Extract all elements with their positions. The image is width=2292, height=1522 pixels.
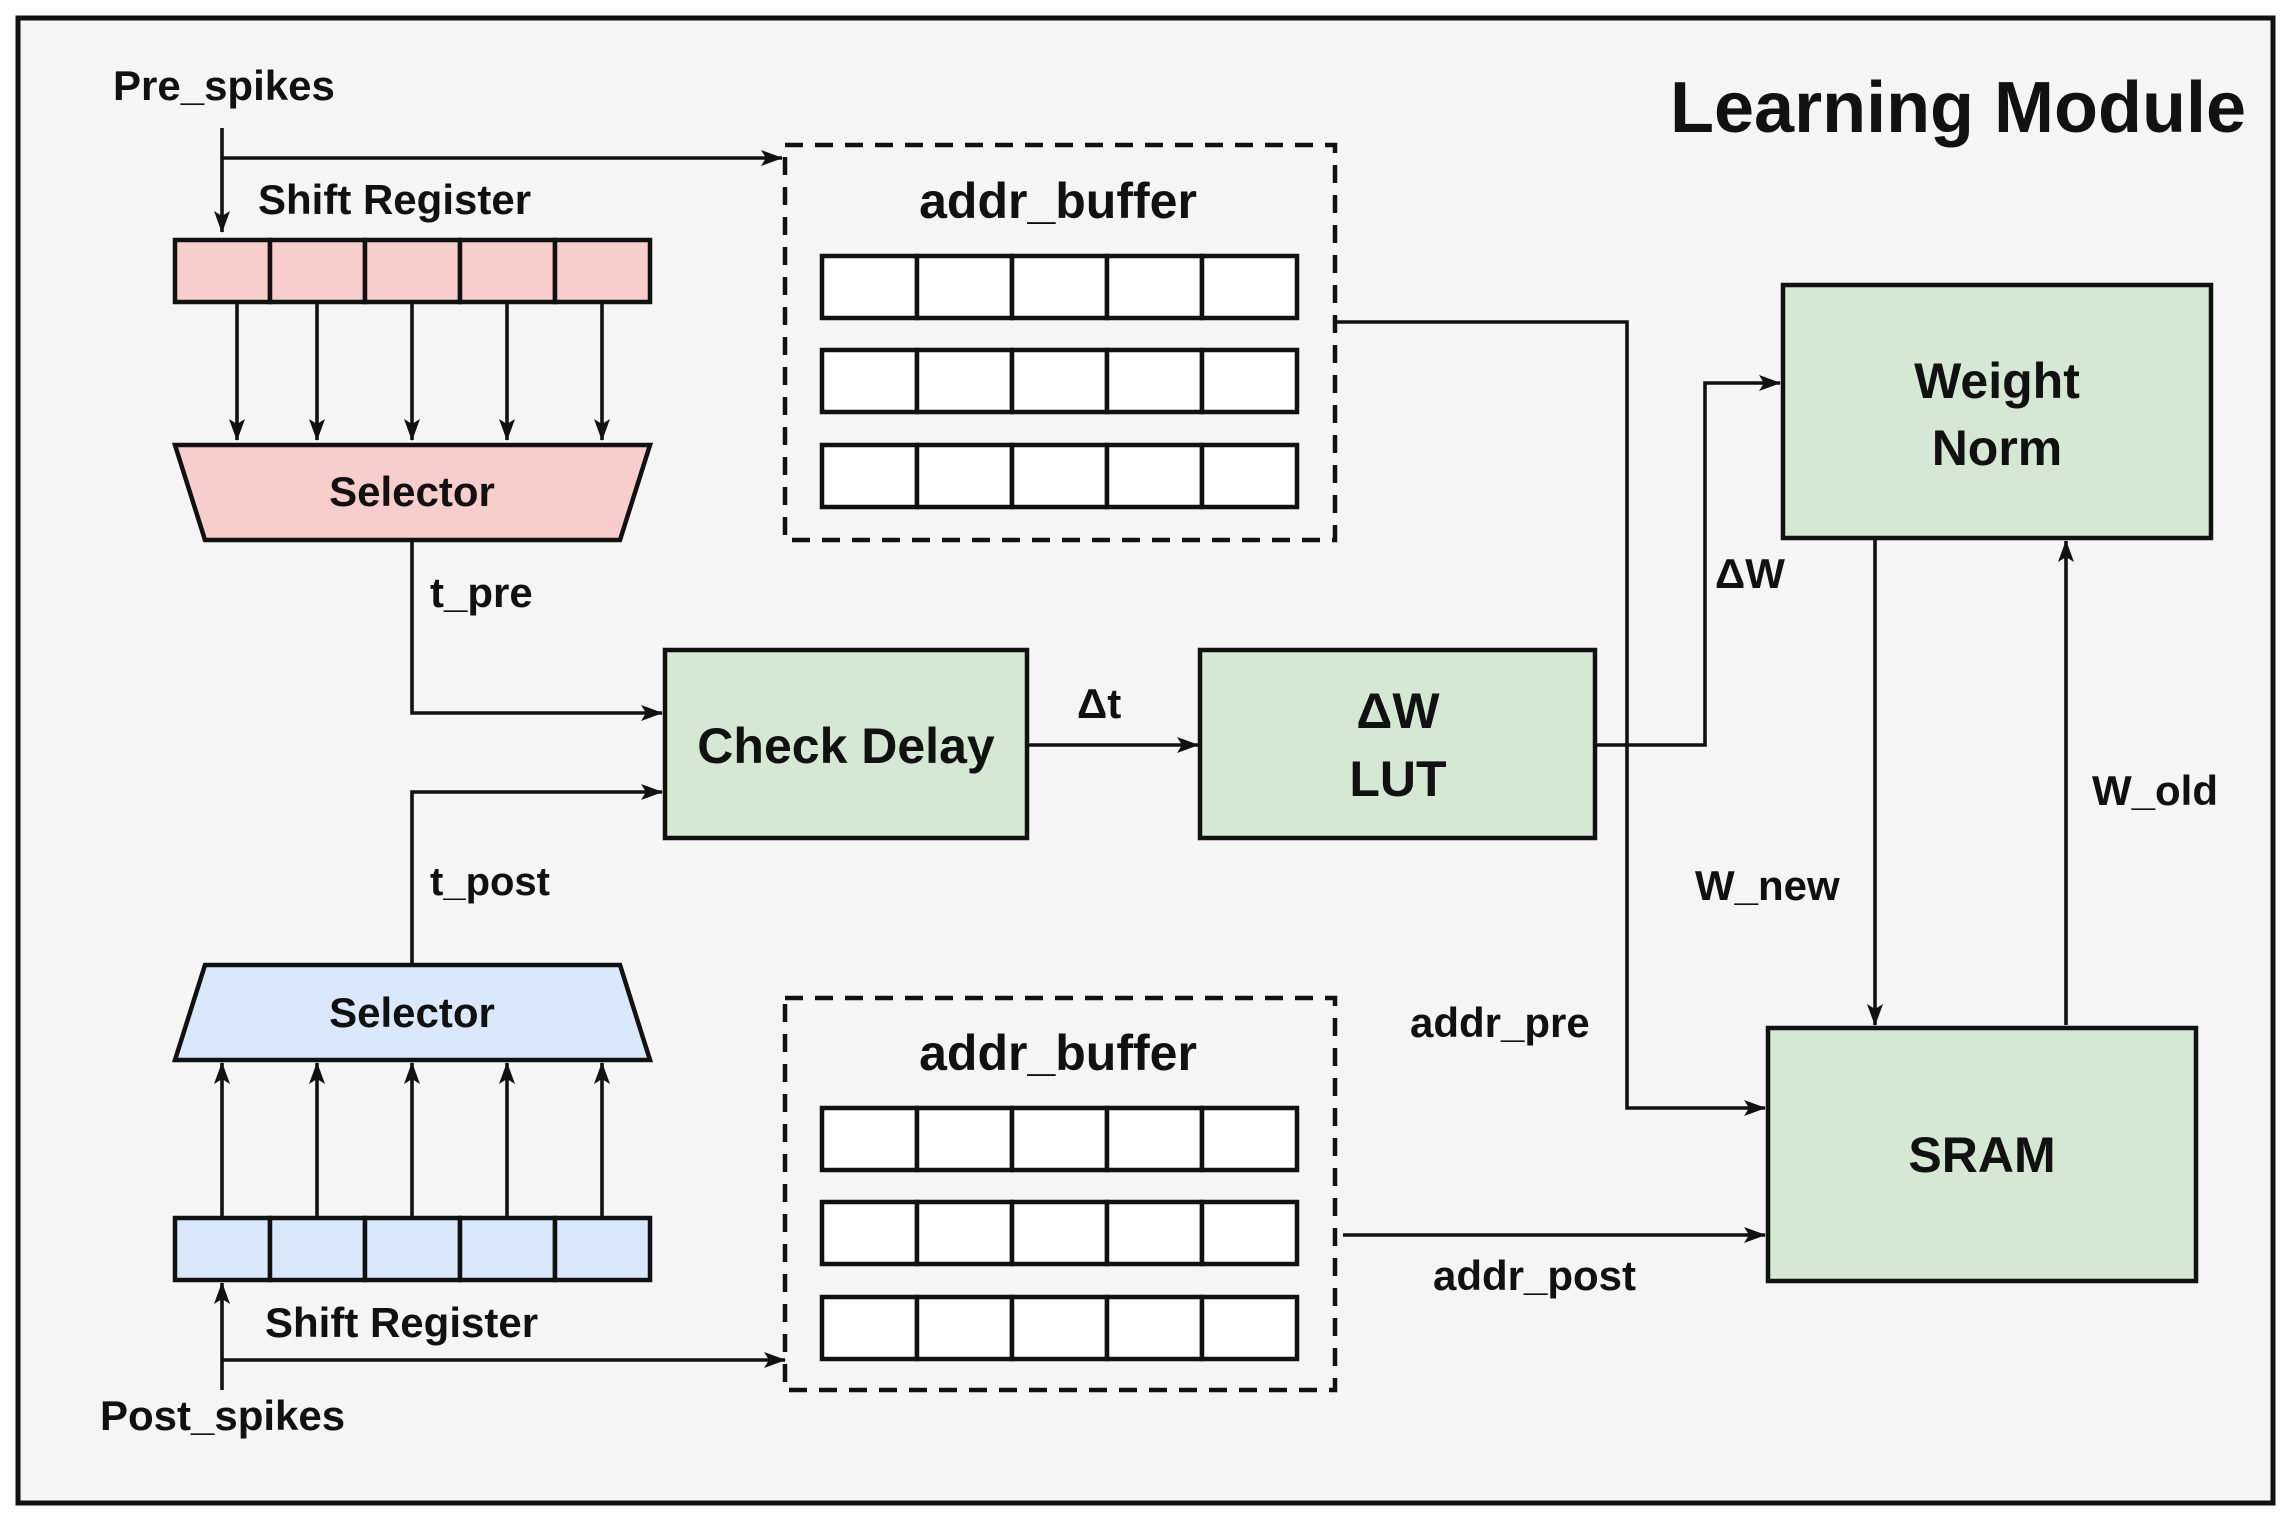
delta-w-lut-block: [1197, 647, 1598, 841]
buffer-cell: [1009, 1199, 1110, 1267]
buffer-cell: [914, 253, 1015, 321]
shift-register-top-label: Shift Register: [258, 176, 531, 223]
buffer-cell: [1104, 1294, 1205, 1362]
check-delay-label: Check Delay: [697, 718, 995, 774]
shift-register-cell: [552, 1215, 653, 1283]
buffer-cell: [1009, 1294, 1110, 1362]
buffer-cell: [914, 1199, 1015, 1267]
buffer-cell: [1009, 253, 1110, 321]
buffer-cell: [1104, 347, 1205, 415]
buffer-cell: [914, 1294, 1015, 1362]
buffer-cell: [819, 253, 920, 321]
buffer-cell: [1199, 1199, 1300, 1267]
sram-label: SRAM: [1908, 1127, 2055, 1183]
buffer-cell: [1009, 442, 1110, 510]
pre-spikes-label: Pre_spikes: [113, 62, 335, 109]
shift-register-top: [172, 237, 653, 305]
shift-register-bottom: [172, 1215, 653, 1283]
shift-register-bottom-label: Shift Register: [265, 1299, 538, 1346]
selector-top-label: Selector: [329, 468, 495, 515]
weight-norm-label-line1: Weight: [1914, 353, 2080, 409]
check-delay-block: [662, 647, 1030, 841]
buffer-cell: [914, 442, 1015, 510]
buffer-cell: [819, 442, 920, 510]
buffer-cell: [1104, 1105, 1205, 1173]
buffer-cell: [819, 1199, 920, 1267]
addr-buffer-bottom: [782, 995, 1338, 1393]
t-pre-wire: [410, 540, 663, 721]
lut-label-line2: LUT: [1349, 751, 1446, 807]
addr-buffer-top-label: addr_buffer: [919, 173, 1197, 229]
shift-register-cell: [457, 237, 558, 305]
shift-register-cell: [267, 237, 368, 305]
buffer-cell: [1199, 253, 1300, 321]
buffer-cell: [819, 1105, 920, 1173]
selector-bottom: [171, 962, 654, 1063]
addr-pre-label: addr_pre: [1410, 999, 1590, 1046]
addr-buffer-top: [782, 142, 1338, 543]
shift-register-cell: [457, 1215, 558, 1283]
t-post-wire: [410, 784, 663, 965]
sram-block: [1765, 1025, 2199, 1284]
addr-buffer-bottom-grid: [819, 1105, 1300, 1362]
delta-w-label: ΔW: [1715, 550, 1785, 597]
delta-t-label: Δt: [1077, 680, 1121, 727]
weight-norm-block: [1780, 282, 2214, 541]
selector-bottom-label: Selector: [329, 989, 495, 1036]
shift-register-cell: [362, 1215, 463, 1283]
buffer-cell: [1199, 442, 1300, 510]
weight-norm-label-line2: Norm: [1932, 420, 2063, 476]
shift-register-cell: [552, 237, 653, 305]
w-old-label: W_old: [2092, 767, 2218, 814]
buffer-cell: [1199, 347, 1300, 415]
shift-register-cell: [362, 237, 463, 305]
module-title: Learning Module: [1670, 68, 2246, 148]
addr-buffer-bottom-label: addr_buffer: [919, 1025, 1197, 1081]
buffer-cell: [1104, 253, 1205, 321]
shift-register-cell: [172, 237, 273, 305]
buffer-cell: [1104, 442, 1205, 510]
t-pre-label: t_pre: [430, 569, 533, 616]
buffer-cell: [1199, 1294, 1300, 1362]
addr-buffer-top-grid: [819, 253, 1300, 510]
buffer-cell: [1104, 1199, 1205, 1267]
shift-register-cell: [172, 1215, 273, 1283]
selector-top: [171, 442, 654, 543]
buffer-cell: [819, 1294, 920, 1362]
delta-w-wire: [1595, 375, 1781, 747]
t-post-label: t_post: [430, 860, 550, 904]
buffer-cell: [914, 347, 1015, 415]
w-new-label: W_new: [1695, 862, 1840, 909]
buffer-cell: [1009, 1105, 1110, 1173]
buffer-cell: [1199, 1105, 1300, 1173]
buffer-cell: [1009, 347, 1110, 415]
lut-label-line1: ΔW: [1356, 683, 1440, 739]
buffer-cell: [819, 347, 920, 415]
addr-post-label: addr_post: [1433, 1252, 1636, 1299]
buffer-cell: [914, 1105, 1015, 1173]
post-spikes-label: Post_spikes: [100, 1392, 345, 1439]
addr-pre-wire: [1335, 320, 1766, 1116]
shift-register-cell: [267, 1215, 368, 1283]
